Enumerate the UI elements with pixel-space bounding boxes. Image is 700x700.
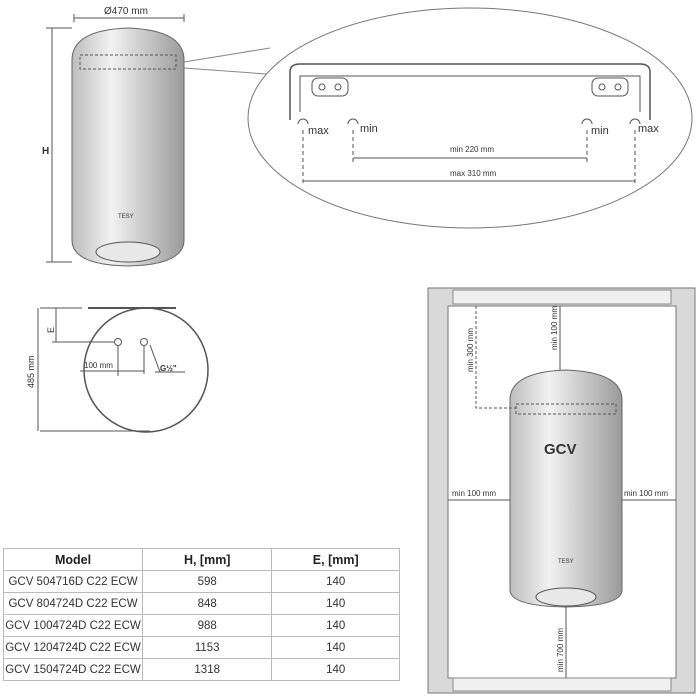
cell-h: 988 [141, 614, 273, 637]
model-label: GCV [544, 441, 577, 458]
cell-model: GCV 1204724D C22 ECW [3, 636, 143, 659]
brand-logo: TESY [118, 214, 134, 220]
min-left-label: min [360, 123, 378, 135]
min-right-label: min [591, 125, 609, 137]
cell-e: 140 [271, 636, 400, 659]
min-span-label: min 220 mm [450, 145, 494, 154]
header-e: E, [mm] [271, 548, 400, 571]
header-model: Model [3, 548, 143, 571]
cell-model: GCV 504716D C22 ECW [3, 570, 143, 593]
max-right-label: max [638, 123, 659, 135]
heater-front-view: Ø470 mm TESY H [42, 6, 281, 267]
e-label: E [46, 327, 56, 333]
min-top-label: min 100 mm [550, 306, 559, 350]
cell-e: 140 [271, 570, 400, 593]
cell-e: 140 [271, 658, 400, 681]
brand-logo-installed: TESY [558, 559, 574, 565]
bracket-detail: max min min max min 220 mm max 310 mm [247, 7, 693, 229]
diameter-label: Ø470 mm [104, 6, 148, 17]
min-bottom-label: min 700 mm [556, 628, 565, 672]
cell-h: 1318 [141, 658, 273, 681]
cell-e: 140 [271, 592, 400, 615]
depth-label: 485 mm [26, 355, 36, 388]
cell-h: 848 [141, 592, 273, 615]
cell-model: GCV 1004724D C22 ECW [3, 614, 143, 637]
cell-e: 140 [271, 614, 400, 637]
cell-model: GCV 804724D C22 ECW [3, 592, 143, 615]
min-right-clearance: min 100 mm [624, 489, 668, 498]
model-dimensions-table: Model H, [mm] E, [mm] GCV 504716D C22 EC… [3, 548, 400, 681]
cell-h: 598 [141, 570, 273, 593]
max-left-label: max [308, 125, 329, 137]
cell-model: GCV 1504724D C22 ECW [3, 658, 143, 681]
heater-side-view: E 485 mm 100 mm G½" [26, 307, 209, 433]
pipe-spacing-label: 100 mm [84, 361, 113, 370]
thread-label: G½" [160, 364, 177, 373]
height-label: H [42, 146, 49, 157]
max-span-label: max 310 mm [450, 169, 497, 178]
min-ceiling-label: min 300 mm [466, 328, 475, 372]
header-h: H, [mm] [141, 548, 273, 571]
cell-h: 1153 [141, 636, 273, 659]
installation-clearance: GCV TESY min 300 mm min 100 mm min 100 m… [427, 287, 696, 694]
table-header-row: Model H, [mm] E, [mm] [3, 548, 400, 571]
min-left-clearance: min 100 mm [452, 489, 496, 498]
